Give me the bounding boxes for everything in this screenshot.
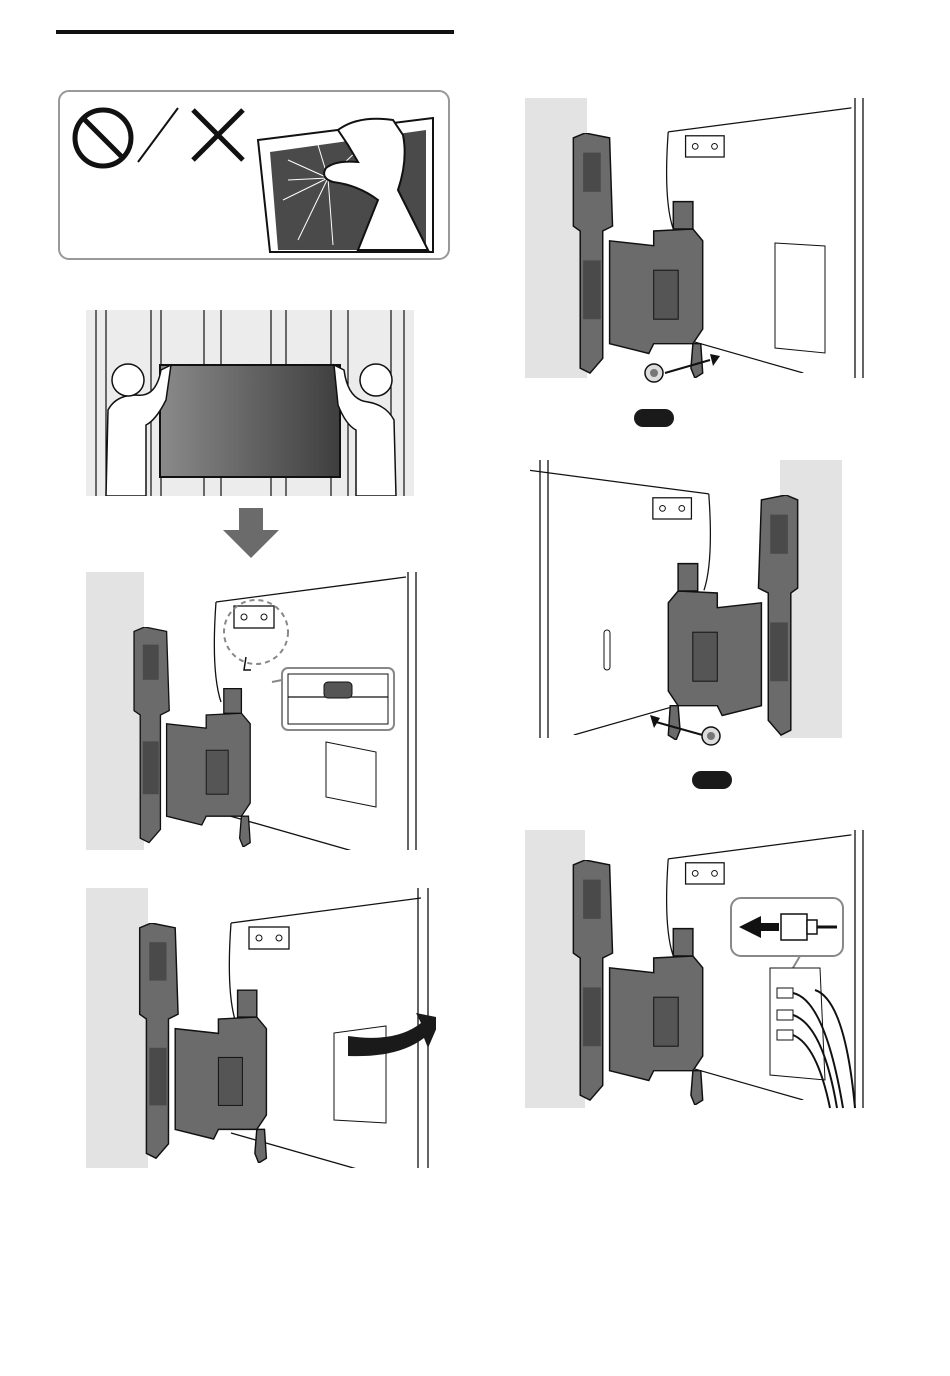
hook-tv-onto-bracket <box>86 572 420 850</box>
screw-label <box>692 771 732 789</box>
screw-icon <box>643 362 665 384</box>
hand-pressing-cracked-screen <box>258 118 433 252</box>
bracket-hook-detail <box>272 668 394 730</box>
screw-right-side <box>525 98 865 378</box>
hdmi-cable-icon <box>731 898 843 978</box>
down-arrow-icon <box>223 508 279 558</box>
screw-label <box>634 409 674 427</box>
title-rule <box>56 30 454 34</box>
screw-left-side <box>530 460 842 740</box>
two-people-lifting-tv <box>86 310 414 496</box>
warning-box <box>58 90 450 260</box>
connect-cables <box>525 830 865 1110</box>
swing-tv-out <box>86 888 436 1168</box>
screw-icon <box>700 725 722 747</box>
